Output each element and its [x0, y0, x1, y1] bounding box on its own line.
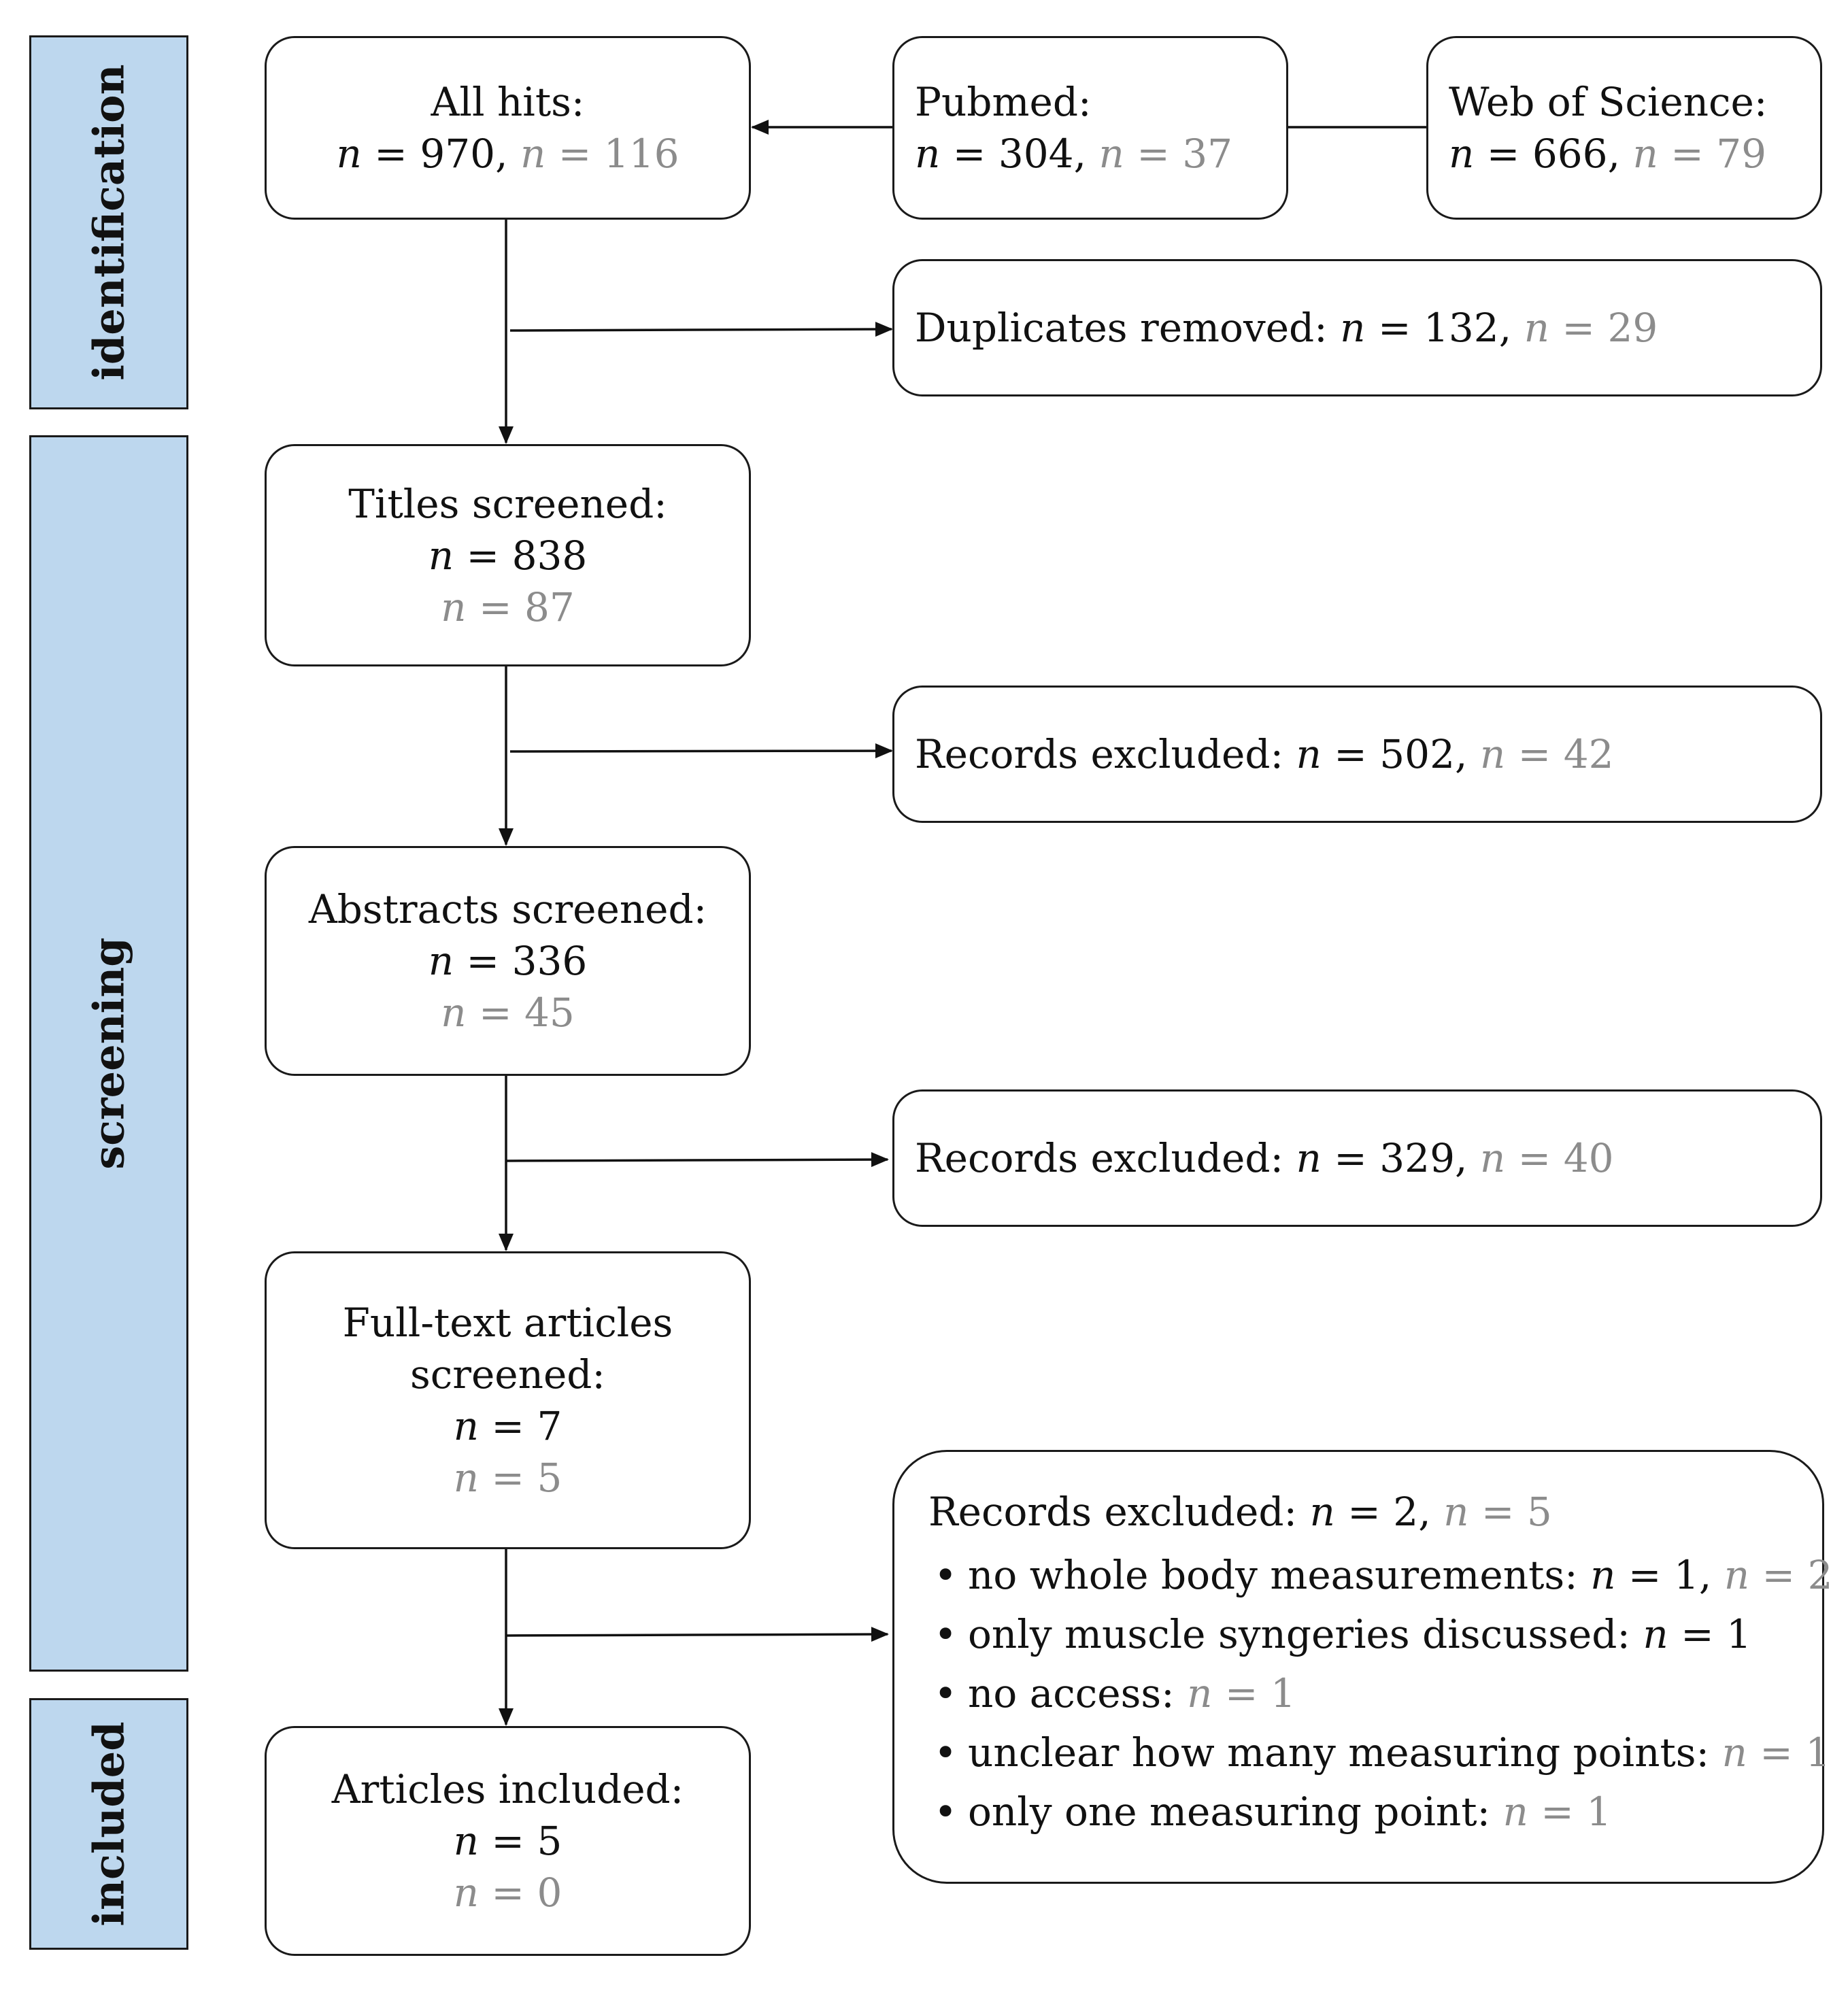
box-records-excluded-titles: Records excluded: n = 502, n = 42 — [892, 686, 1822, 823]
box-counts: Records excluded: n = 329, n = 40 — [915, 1135, 1614, 1181]
box-pubmed: Pubmed: n = 304, n = 37 — [892, 36, 1288, 220]
arrow-to-excluded-fulltext — [505, 1627, 889, 1642]
box-title-line1: Full-text articles — [342, 1300, 673, 1346]
phase-identification: identification — [29, 35, 188, 409]
box-title: Abstracts screened: — [308, 886, 707, 932]
box-counts: Records excluded: n = 502, n = 42 — [915, 731, 1614, 777]
phase-included: included — [29, 1698, 188, 1950]
list-item: no access: n = 1 — [928, 1664, 1822, 1723]
list-item: no whole body measurements: n = 1, n = 2 — [928, 1546, 1833, 1605]
box-count-secondary: n = 0 — [453, 1870, 562, 1916]
box-title: Titles screened: — [348, 480, 667, 527]
arrow-to-excluded-abstracts — [505, 1152, 889, 1168]
box-counts: n = 970, n = 116 — [336, 131, 679, 177]
box-count: n = 7 — [453, 1403, 562, 1449]
box-abstracts-screened: Abstracts screened: n = 336 n = 45 — [265, 846, 751, 1076]
list-item: unclear how many measuring points: n = 1 — [928, 1723, 1830, 1782]
box-articles-included: Articles included: n = 5 n = 0 — [265, 1726, 751, 1956]
box-count-secondary: n = 87 — [441, 583, 575, 630]
exclusion-reasons-list: no whole body measurements: n = 1, n = 2… — [928, 1546, 1833, 1842]
box-title-line2: screened: — [410, 1351, 605, 1398]
box-titles-screened: Titles screened: n = 838 n = 87 — [265, 444, 751, 666]
list-item: only muscle syngeries discussed: n = 1 — [928, 1605, 1822, 1664]
box-counts: Records excluded: n = 2, n = 5 — [928, 1489, 1552, 1535]
box-all-hits: All hits: n = 970, n = 116 — [265, 36, 751, 220]
box-title: All hits: — [431, 79, 585, 125]
box-title: Web of Science: — [1449, 79, 1768, 125]
box-count-secondary: n = 45 — [441, 989, 575, 1036]
list-item: only one measuring point: n = 1 — [928, 1782, 1822, 1842]
box-web-of-science: Web of Science: n = 666, n = 79 — [1426, 36, 1822, 220]
box-fulltext-screened: Full-text articles screened: n = 7 n = 5 — [265, 1251, 751, 1549]
box-count: n = 336 — [428, 938, 588, 984]
box-title: Articles included: — [331, 1766, 684, 1812]
box-duplicates-removed: Duplicates removed: n = 132, n = 29 — [892, 259, 1822, 396]
box-records-excluded-abstracts: Records excluded: n = 329, n = 40 — [892, 1089, 1822, 1227]
box-counts: n = 666, n = 79 — [1449, 131, 1767, 177]
box-count-secondary: n = 5 — [453, 1455, 562, 1501]
box-counts: Duplicates removed: n = 132, n = 29 — [915, 305, 1658, 351]
box-count: n = 838 — [428, 532, 588, 579]
box-records-excluded-fulltext: Records excluded: n = 2, n = 5 no whole … — [892, 1450, 1833, 1884]
arrow-to-duplicates — [509, 322, 893, 337]
phase-screening: screening — [29, 435, 188, 1672]
box-counts: n = 304, n = 37 — [915, 131, 1233, 177]
box-count: n = 5 — [453, 1818, 562, 1864]
box-title: Pubmed: — [915, 79, 1092, 125]
